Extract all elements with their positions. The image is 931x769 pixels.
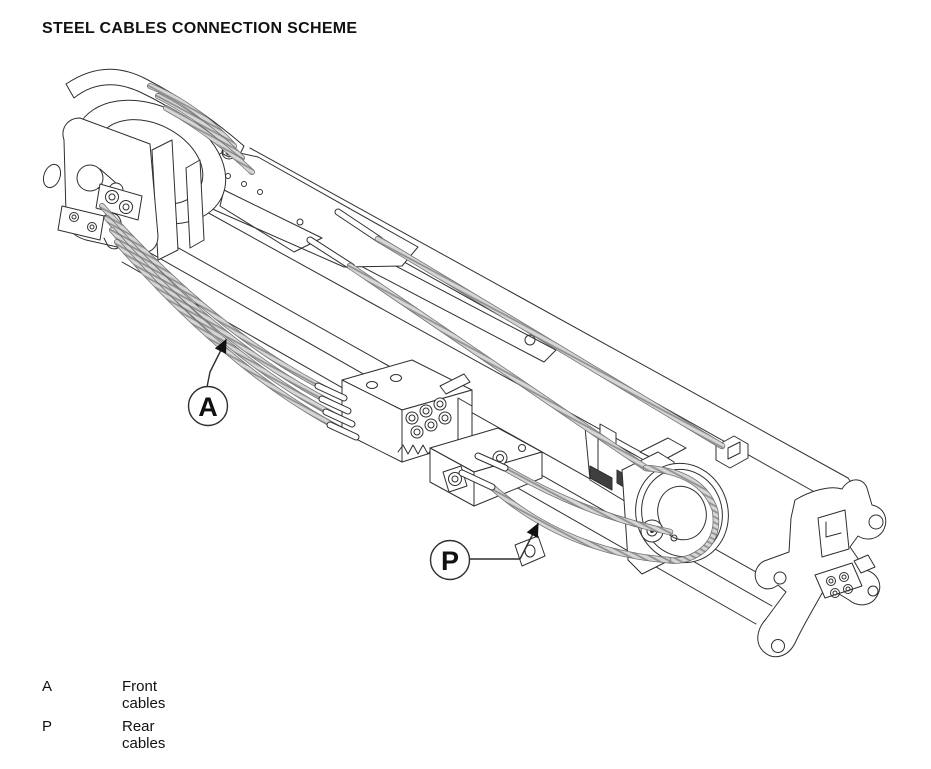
tension-block: [342, 360, 542, 506]
page-title: STEEL CABLES CONNECTION SCHEME: [42, 20, 358, 37]
legend-key-p: P: [42, 718, 53, 735]
front-cables: [102, 86, 356, 437]
callout-a-letter: A: [198, 392, 218, 422]
callout-p-letter: P: [441, 546, 459, 576]
legend-key-a: A: [42, 678, 53, 695]
rear-cables: [310, 212, 722, 561]
legend-label-rear-cables: Rear cables: [122, 718, 166, 752]
callout-a-circle: [189, 387, 228, 426]
rear-pulley: [622, 436, 748, 575]
boom-body: [122, 148, 858, 624]
front-sheave-assembly: [40, 69, 246, 260]
callout-p-arrow: [470, 522, 538, 559]
callout-p: P: [431, 522, 539, 580]
callout-a: A: [189, 338, 228, 426]
rear-mount-bracket: [755, 480, 886, 657]
callout-a-arrow: [207, 338, 226, 387]
legend-label-front-cables: Front cables: [122, 678, 166, 712]
callout-p-circle: [431, 541, 470, 580]
